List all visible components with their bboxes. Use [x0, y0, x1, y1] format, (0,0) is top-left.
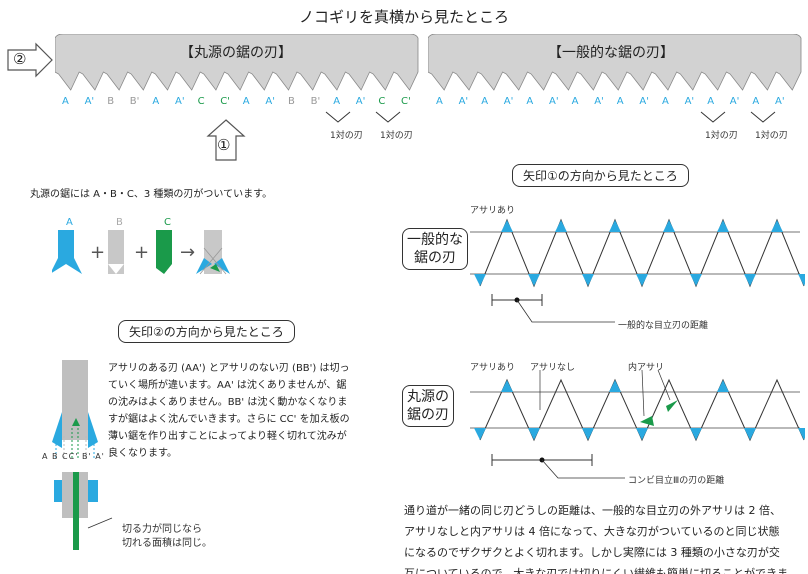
tooth-label: A'	[639, 96, 649, 107]
tooth-label: C	[197, 96, 205, 107]
arrow-2-icon	[7, 42, 53, 78]
tooth-label: A'	[594, 96, 604, 107]
arrow-2-label: ②	[13, 50, 27, 68]
arrow-1-icon	[206, 119, 246, 161]
tooth-label: A	[481, 96, 489, 107]
tooth-label: A	[526, 96, 534, 107]
svg-text:→: →	[180, 242, 195, 263]
tooth-label: A	[662, 96, 669, 107]
general-distance-label: 一般的な目立刃の距離	[618, 321, 709, 331]
general-saw-title: 【一般的な鋸の刃】	[548, 45, 674, 61]
tooth-label: A'	[458, 96, 469, 107]
general-saw-box: 一般的な 鋸の刃	[402, 228, 468, 270]
cross-section-diagram	[52, 360, 113, 550]
tooth-label: A'	[265, 96, 275, 107]
tooth-label: A	[62, 96, 69, 107]
tooth-label: A'	[775, 96, 785, 107]
intro-text: 丸源の鋸には A・B・C、3 種類の刃がついています。	[30, 189, 273, 200]
blade-c-label: C	[164, 217, 171, 228]
pair-label: 1対の刃	[380, 131, 413, 141]
marugen-inner-set-label: 内アサリ	[628, 363, 665, 373]
general-set-label: アサリあり	[470, 206, 516, 216]
pair-bracket-icon	[325, 111, 401, 123]
marugen-box-line: 鋸の刃	[407, 407, 449, 423]
tooth-label: B	[107, 96, 115, 107]
arrow-1-label: ①	[217, 136, 231, 154]
marugen-distance-label: コンビ目立Ⅲの刃の距離	[628, 476, 725, 486]
marugen-saw-profile	[470, 370, 805, 479]
general-saw-profile	[470, 218, 805, 323]
section-arrow1-title: 矢印①の方向から見たところ	[512, 164, 689, 187]
tooth-label: A	[707, 96, 715, 107]
tooth-label: A	[152, 96, 160, 107]
marugen-set-label: アサリあり	[470, 363, 516, 373]
marugen-saw-title: 【丸源の鋸の刃】	[180, 45, 292, 61]
marugen-saw-box: 丸源の 鋸の刃	[402, 385, 454, 427]
tooth-label: B'	[310, 96, 321, 107]
tooth-label: A	[436, 96, 443, 107]
blade-types-icon: + + →	[52, 230, 230, 275]
cross-section-teeth-labels: A B CC' B' A'	[42, 452, 105, 461]
general-saw-diagram	[428, 34, 802, 91]
svg-text:+: +	[134, 242, 149, 263]
tooth-label: A'	[355, 96, 366, 107]
tooth-label: A'	[684, 96, 695, 107]
page-title: ノコギリを真横から見たところ	[298, 8, 509, 26]
marugen-box-line: 丸源の	[407, 389, 449, 405]
tooth-label: C	[378, 96, 386, 107]
tooth-label: C'	[401, 96, 411, 107]
caption-line: 切れる面積は同じ。	[122, 538, 212, 549]
blade-a-label: A	[66, 217, 73, 228]
bottom-text: 通り道が一緒の同じ刃どうしの距離は、一般的な目立刃の外アサリは 2 倍、アサリな…	[404, 504, 788, 574]
tooth-label: A	[571, 96, 579, 107]
tooth-label: A'	[549, 96, 559, 107]
tooth-label: A	[333, 96, 341, 107]
tooth-label: A'	[84, 96, 95, 107]
pair-bracket-icon	[700, 111, 776, 123]
tooth-label: A	[752, 96, 760, 107]
section-arrow2-title: 矢印②の方向から見たところ	[118, 320, 295, 343]
tooth-label: C'	[220, 96, 230, 107]
tooth-label: A	[242, 96, 250, 107]
svg-text:+: +	[90, 242, 105, 263]
section2-text: アサリのある刃 (AA') とアサリのない刃 (BB') は切っていく場所が違い…	[108, 363, 350, 459]
pair-label: 1対の刃	[705, 131, 738, 141]
caption-line: 切る力が同じなら	[122, 524, 202, 535]
marugen-saw-diagram	[55, 34, 419, 91]
general-box-line: 一般的な	[407, 232, 463, 248]
tooth-label: A	[616, 96, 624, 107]
tooth-label: B'	[129, 96, 140, 107]
tooth-label: A'	[503, 96, 514, 107]
pair-label: 1対の刃	[755, 131, 788, 141]
marugen-noset-label: アサリなし	[530, 363, 576, 373]
pair-label: 1対の刃	[330, 131, 363, 141]
tooth-label: A'	[729, 96, 740, 107]
blade-b-label: B	[116, 217, 123, 228]
tooth-label: A'	[175, 96, 185, 107]
tooth-label: B	[288, 96, 295, 107]
general-box-line: 鋸の刃	[414, 250, 456, 266]
